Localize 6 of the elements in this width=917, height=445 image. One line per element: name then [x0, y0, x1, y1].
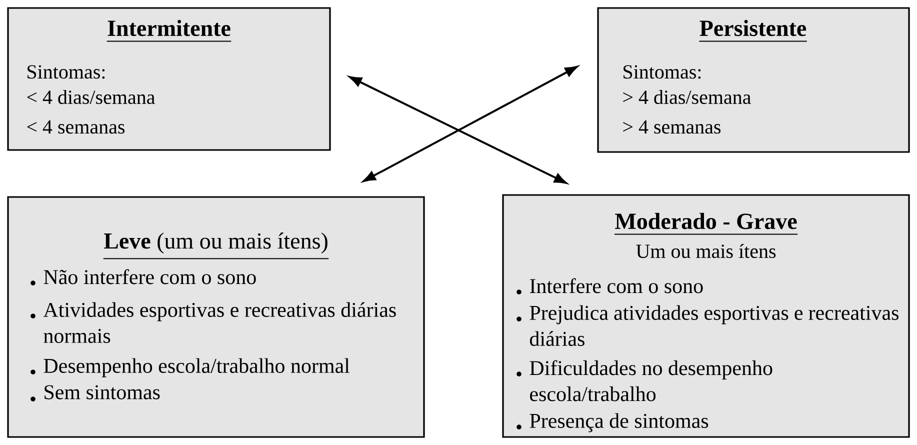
text-box: Intermitente Sintomas: < 4 dias/semana < 4 semanas [7, 7, 331, 151]
text-box: Moderado - Grave Um ou mais ítens Interfere com o sono Prejudica atividades esportivas e recreativas diárias Dificuldades no desempenho escola/trabalho Presença de sintomas [502, 194, 910, 438]
double-arrow [363, 66, 578, 182]
text-box: Persistente Sintomas: > 4 dias/semana > 4 semanas [597, 7, 910, 153]
text-box: Leve (um ou mais ítens) Não interfere com o sono Atividades esportivas e recreativas diárias normais Desempenho escola/trabalho normal Sem sintomas [7, 196, 425, 438]
double-arrow [349, 76, 567, 184]
